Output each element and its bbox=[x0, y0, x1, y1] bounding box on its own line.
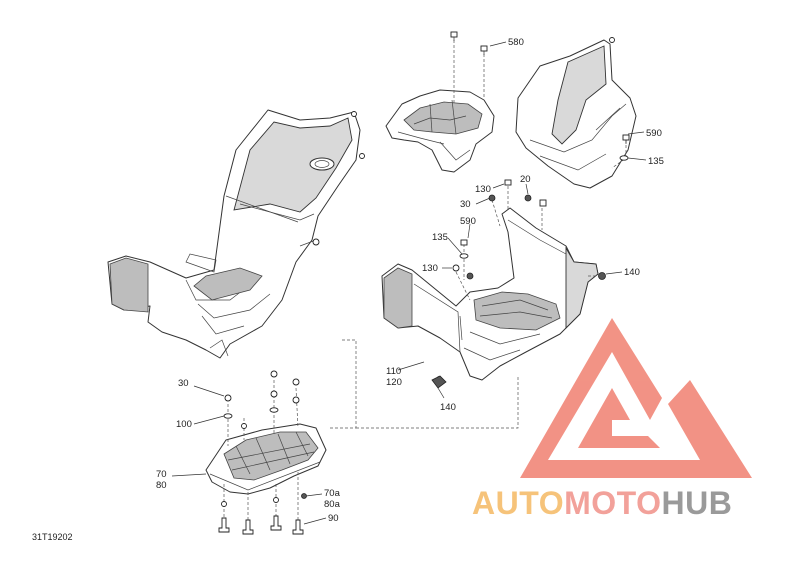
svg-text:AUTOMOTOHUB: AUTOMOTOHUB bbox=[472, 485, 732, 521]
watermark-hub: HUB bbox=[661, 485, 732, 521]
callout-labels: 580 590 135 130 20 30 590 135 130 140 11… bbox=[32, 37, 664, 542]
skid-plate bbox=[205, 423, 327, 495]
hardware bbox=[218, 31, 630, 535]
callout-580: 580 bbox=[508, 37, 524, 48]
watermark-auto: AUTO bbox=[472, 485, 564, 521]
callout-70a: 70a bbox=[324, 488, 341, 499]
callout-80a: 80a bbox=[324, 499, 341, 510]
callout-110: 110 bbox=[386, 366, 401, 377]
callout-135-mid: 135 bbox=[432, 232, 448, 243]
watermark-text: AUTOMOTOHUB bbox=[472, 485, 732, 521]
callout-80: 80 bbox=[156, 480, 167, 491]
callout-140-right: 140 bbox=[624, 267, 640, 278]
callout-100: 100 bbox=[176, 419, 192, 430]
reference-code: 31T19202 bbox=[32, 532, 73, 542]
left-body-panel bbox=[107, 109, 365, 359]
right-fender-panel bbox=[515, 37, 637, 189]
callout-20: 20 bbox=[520, 174, 531, 185]
callout-30-mid: 30 bbox=[460, 199, 471, 210]
assembly-lines bbox=[223, 40, 627, 520]
callout-590-mid: 590 bbox=[460, 216, 476, 227]
watermark-moto: MOTO bbox=[564, 485, 661, 521]
logo-triangle-mark bbox=[520, 318, 752, 478]
callout-90: 90 bbox=[328, 513, 339, 524]
logo-inner-mark bbox=[578, 388, 660, 448]
callout-30-left: 30 bbox=[178, 378, 189, 389]
callout-590-top: 590 bbox=[646, 128, 662, 139]
callout-130-a: 130 bbox=[475, 184, 491, 195]
top-bracket-part bbox=[385, 89, 495, 173]
callout-120: 120 bbox=[386, 377, 402, 388]
automotohub-logo bbox=[520, 318, 752, 478]
callout-140-bottom: 140 bbox=[440, 402, 456, 413]
callout-70: 70 bbox=[156, 469, 167, 480]
callout-135-top: 135 bbox=[648, 156, 664, 167]
footwell-panel bbox=[381, 207, 599, 381]
leader-lines bbox=[171, 41, 647, 525]
callout-130-b: 130 bbox=[422, 263, 438, 274]
